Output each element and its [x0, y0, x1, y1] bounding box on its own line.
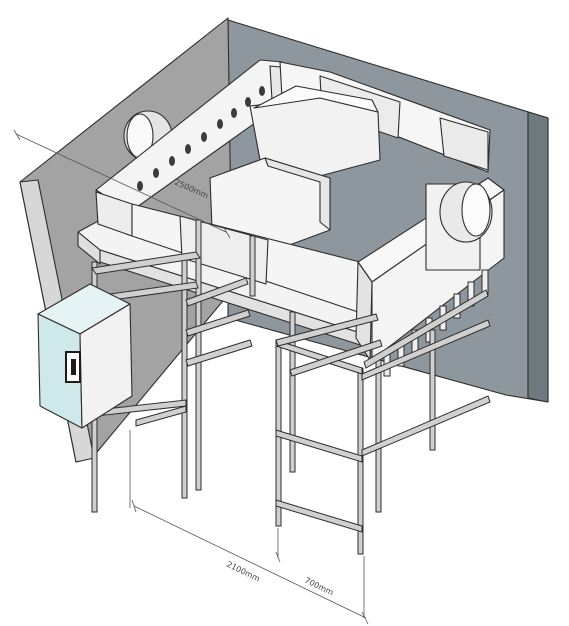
control-panel: [37, 283, 133, 429]
aisle-dimension-label: 700mm: [303, 576, 335, 598]
dimension-lines: [13, 129, 369, 625]
switch-icon: [65, 351, 81, 383]
center-duct: [209, 85, 381, 251]
middle-beam: [95, 191, 361, 313]
right-fan: [425, 181, 493, 271]
beam-holes: [137, 86, 265, 191]
right-frame: [275, 289, 491, 555]
width-dimension-label: 2100mm: [225, 560, 261, 584]
